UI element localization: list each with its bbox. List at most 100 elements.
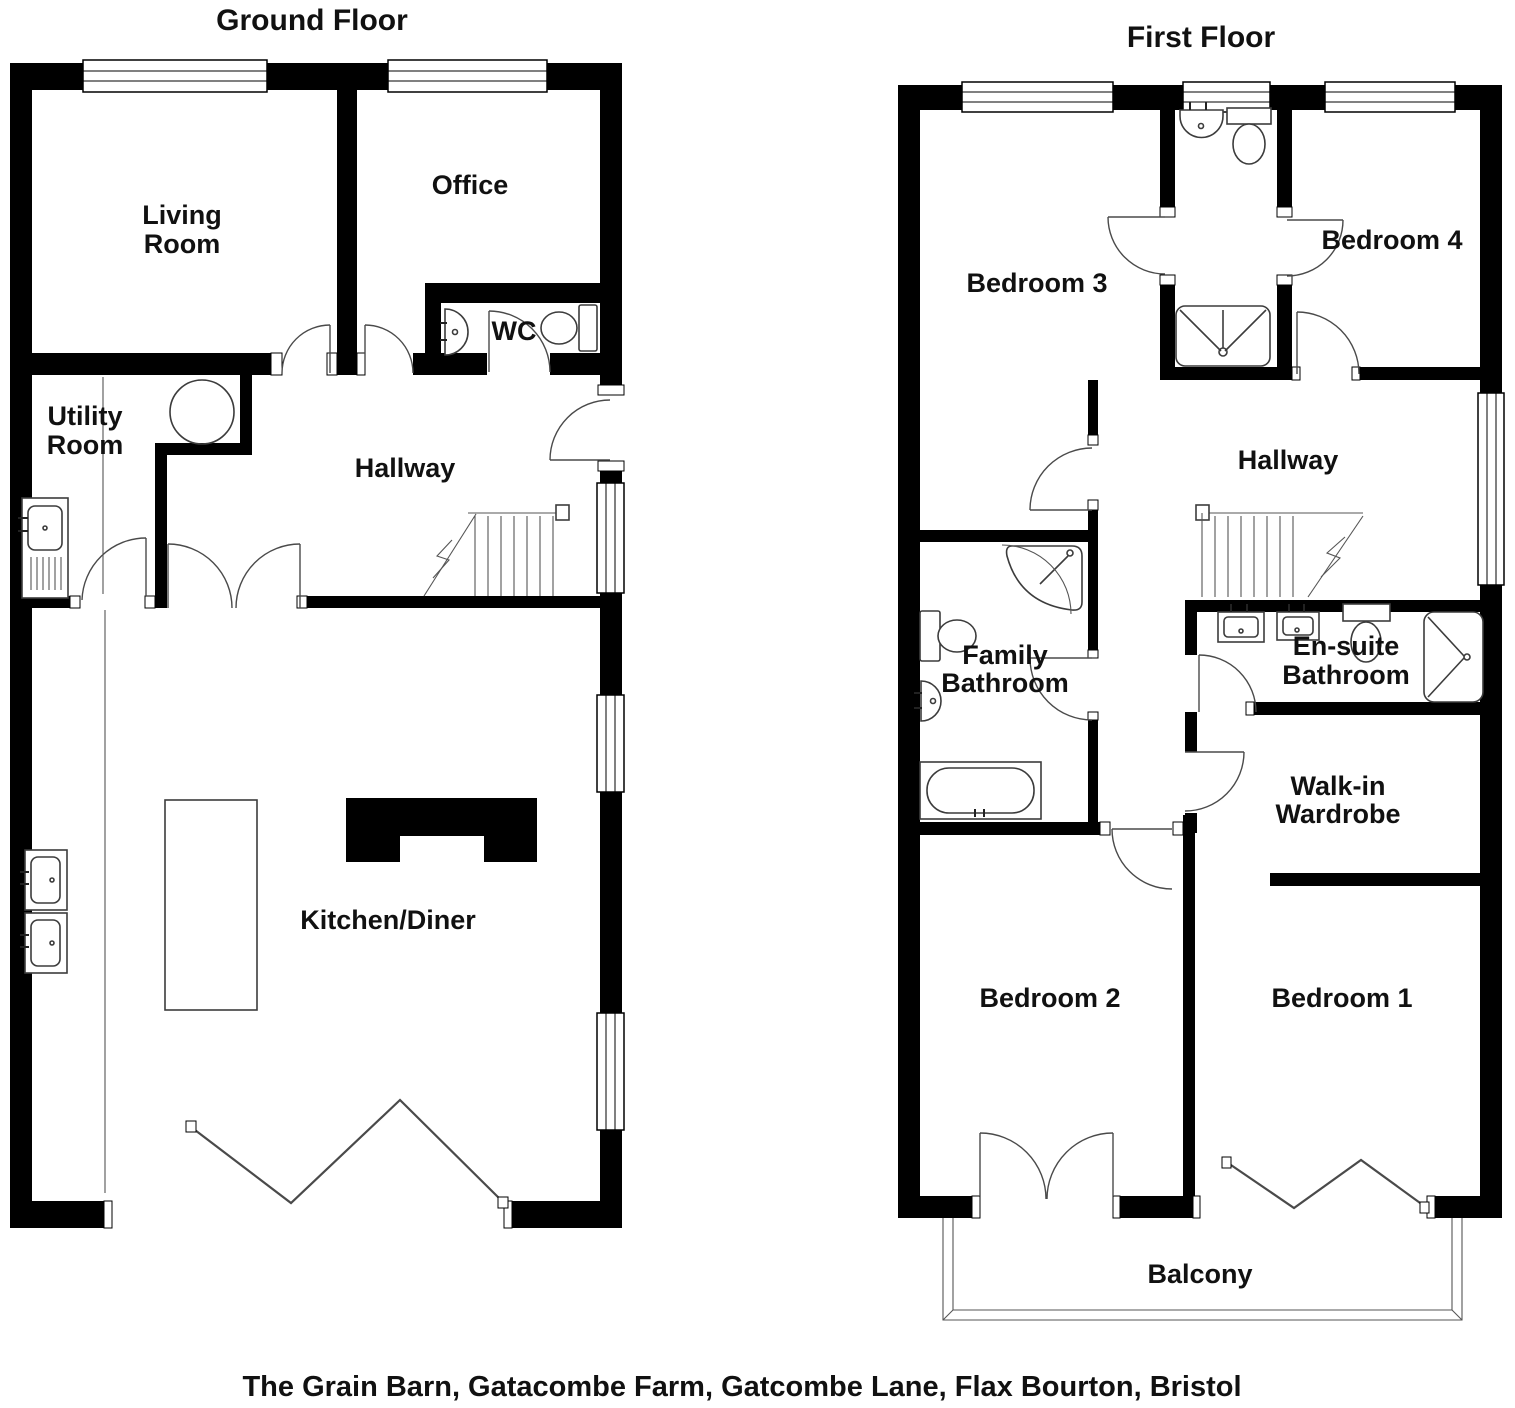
kitchen-island: [164, 799, 258, 1011]
family-toilet: [919, 610, 977, 662]
label-family-bathroom-2: Bathroom: [941, 668, 1069, 698]
ff-door-bedroom4-upper: [1286, 219, 1344, 277]
ff-window-bedroom3: [961, 81, 1114, 113]
ff-door-bedroom4: [1296, 311, 1360, 375]
ff-doors: [979, 216, 1430, 1214]
gf-door-living-room: [281, 324, 331, 374]
label-bedroom3: Bedroom 3: [966, 268, 1107, 298]
gf-wall-hall-kitchen: [307, 596, 600, 608]
label-gf-hallway: Hallway: [355, 453, 456, 483]
gf-outer-walls: [10, 63, 623, 1229]
family-bathtub: [919, 761, 1042, 820]
ff-windows: [961, 81, 1505, 586]
gf-door-wc: [488, 310, 551, 373]
balcony-rail: [942, 1218, 1463, 1321]
gf-wall-utility-right: [240, 375, 252, 455]
address-caption: The Grain Barn, Gatacombe Farm, Gatcombe…: [242, 1371, 1241, 1403]
ensuite-shower: [1423, 611, 1484, 703]
shower-room-basin: [1179, 102, 1224, 139]
gf-title: Ground Floor: [216, 4, 408, 37]
ff-interior-walls: [920, 108, 1500, 1219]
wc-basin: [440, 308, 469, 356]
label-wc: WC: [492, 316, 537, 346]
ensuite-sink-1: [1217, 604, 1265, 643]
ff-bifold-doors: [1221, 1156, 1430, 1214]
gf-doors: [81, 310, 611, 1209]
ensuite-toilet: [1342, 603, 1391, 663]
ensuite-sink-2: [1276, 604, 1320, 641]
gf-fixtures: [18, 304, 598, 1193]
wc-toilet: [540, 304, 598, 352]
gf-windows: [82, 59, 625, 1131]
family-basin: [914, 680, 942, 722]
label-kitchen-diner: Kitchen/Diner: [300, 905, 476, 935]
label-bedroom2: Bedroom 2: [979, 983, 1120, 1013]
ff-title: First Floor: [1127, 21, 1276, 54]
utility-sink: [18, 497, 69, 599]
gf-wall-living-bottom: [32, 353, 271, 375]
label-ff-hallway: Hallway: [1238, 445, 1339, 475]
ff-wall-bathroom-bottom: [920, 822, 1100, 835]
ff-bifold-opening: [1200, 1195, 1427, 1219]
shower-room-tray: [1175, 305, 1271, 367]
label-utility: Utility: [47, 401, 122, 431]
ff-wall-bedroom3-bottom: [920, 530, 1088, 542]
label-balcony: Balcony: [1147, 1259, 1252, 1289]
kitchen-sink-2: [20, 912, 68, 974]
ff-window-hallway: [1477, 392, 1505, 586]
gf-door-utility: [81, 537, 147, 601]
gf-wall-wc-top: [425, 283, 600, 303]
label-ensuite: En-suite: [1293, 631, 1400, 661]
ff-stairs: [1195, 504, 1364, 598]
gf-interior-walls: [32, 88, 625, 1229]
ff-balcony-double-doors: [979, 1132, 1114, 1200]
gf-window-kitchen-upper: [596, 694, 625, 793]
label-utility-2: Room: [47, 430, 124, 460]
gf-window-stairs: [596, 482, 625, 594]
label-ensuite-2: Bathroom: [1282, 660, 1410, 690]
utility-tank: [169, 379, 235, 445]
gf-stairs-newel: [555, 504, 570, 521]
ff-window-shower-room: [1182, 81, 1271, 113]
gf-window-living: [82, 59, 268, 93]
gf-double-doors-kitchen: [167, 543, 301, 609]
ff-wall-shower-bottom: [1160, 367, 1292, 380]
ff-door-family-bathroom: [1029, 657, 1093, 721]
label-living-room: Living: [142, 200, 222, 230]
kitchen-counter-unit: [346, 798, 537, 862]
gf-front-door: [549, 399, 611, 461]
label-bedroom4: Bedroom 4: [1321, 225, 1462, 255]
ff-door-bedroom3: [1029, 447, 1093, 511]
gf-bifold-opening: [112, 1200, 510, 1229]
label-wardrobe: Walk-in: [1290, 771, 1385, 801]
ff-door-shower-room: [1107, 216, 1166, 275]
label-office: Office: [432, 170, 509, 200]
label-living-room-2: Room: [144, 229, 221, 259]
gf-front-door-opening: [599, 395, 623, 463]
gf-stairs: [423, 504, 570, 597]
gf-window-office: [387, 59, 548, 93]
kitchen-sink-1: [20, 849, 68, 911]
ff-door-ensuite: [1198, 654, 1257, 713]
gf-wall-living-office: [337, 88, 357, 375]
ff-door-bedroom2: [1111, 828, 1173, 890]
gf-wall-wc-left: [425, 283, 441, 375]
ff-wall-bedroom-divider: [1183, 815, 1195, 1196]
ff-door-wardrobe: [1184, 751, 1245, 812]
shower-room-toilet: [1226, 107, 1272, 165]
first-floor-plan: First Floor Bedroom 3 Bedroom 4 Hallway …: [898, 21, 1505, 1321]
ff-window-bedroom4: [1324, 81, 1456, 113]
ff-fixtures: [914, 102, 1484, 1321]
gf-door-office: [364, 324, 414, 374]
family-shower: [1001, 544, 1083, 615]
ff-wall-bedroom4-bottom: [1360, 367, 1480, 380]
label-family-bathroom: Family: [962, 640, 1048, 670]
ground-floor-plan: Ground Floor Living Room Office WC Utili…: [10, 4, 625, 1229]
gf-bifold-doors: [185, 1098, 509, 1209]
label-wardrobe-2: Wardrobe: [1275, 799, 1400, 829]
ff-wall-ensuite-bottom: [1254, 702, 1500, 715]
label-bedroom1: Bedroom 1: [1271, 983, 1412, 1013]
gf-window-kitchen-lower: [596, 1012, 625, 1131]
